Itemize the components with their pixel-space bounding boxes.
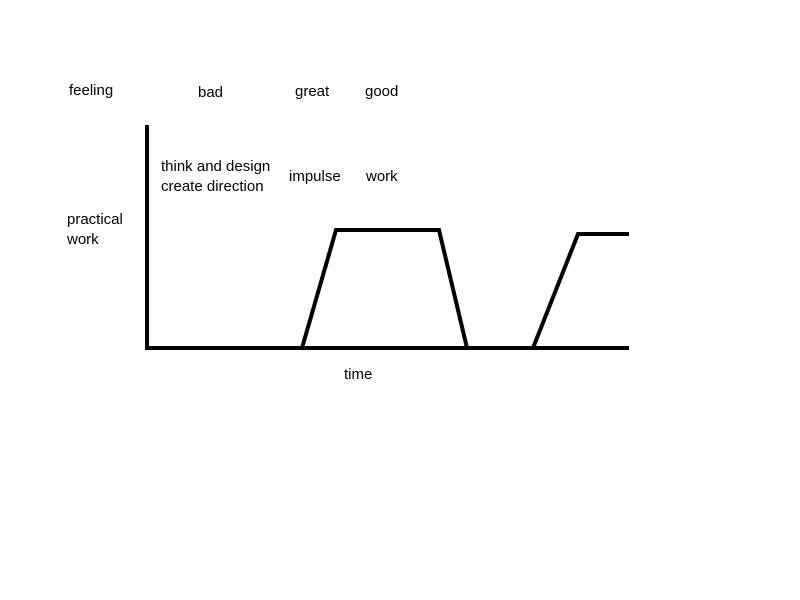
phase-impulse-label: impulse	[289, 168, 341, 185]
y-axis-label-line2: work	[67, 231, 99, 248]
feeling-bad-label: bad	[198, 84, 224, 101]
y-axis-label-line1: practical	[67, 211, 123, 228]
work-curve-first-trapezoid	[300, 228, 469, 349]
feeling-row-label: feeling	[69, 82, 114, 99]
phase-think-design-line2: create direction	[161, 178, 264, 195]
phase-think-design-line1: think and design	[161, 158, 271, 175]
work-curve-second-rise	[531, 232, 629, 349]
feeling-great-label: great	[295, 83, 330, 100]
phase-work-label: work	[366, 168, 398, 185]
x-axis-label: time	[344, 366, 373, 383]
feeling-good-label: good	[365, 83, 399, 100]
